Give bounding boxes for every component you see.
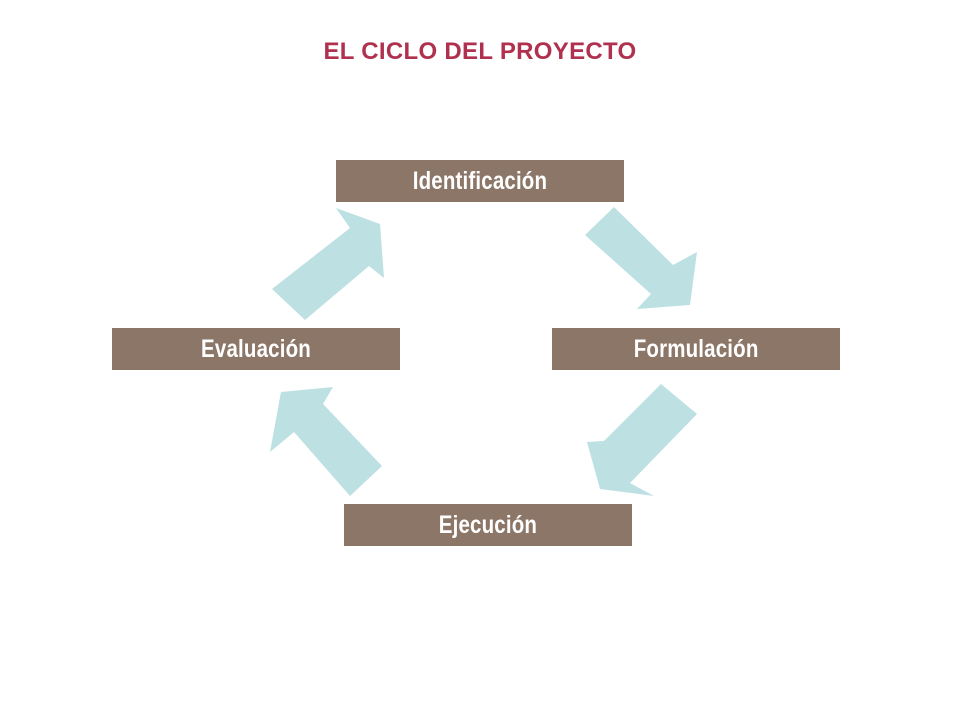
stage-ejecucion: Ejecución bbox=[344, 504, 632, 546]
stage-formulacion: Formulación bbox=[552, 328, 840, 370]
stage-evaluacion: Evaluación bbox=[112, 328, 400, 370]
stage-evaluacion-label: Evaluación bbox=[201, 334, 311, 363]
arrow-formulacion-to-ejecucion bbox=[587, 384, 697, 496]
stage-identificacion: Identificación bbox=[336, 160, 624, 202]
arrow-ejecucion-to-evaluacion bbox=[270, 387, 382, 496]
stage-ejecucion-label: Ejecución bbox=[438, 510, 538, 539]
stage-formulacion-label: Formulación bbox=[633, 334, 759, 363]
page-title: EL CICLO DEL PROYECTO bbox=[323, 38, 637, 65]
stage-identificacion-label: Identificación bbox=[412, 166, 548, 195]
arrow-evaluacion-to-identificacion bbox=[272, 208, 384, 320]
arrow-identificacion-to-formulacion bbox=[585, 207, 697, 309]
